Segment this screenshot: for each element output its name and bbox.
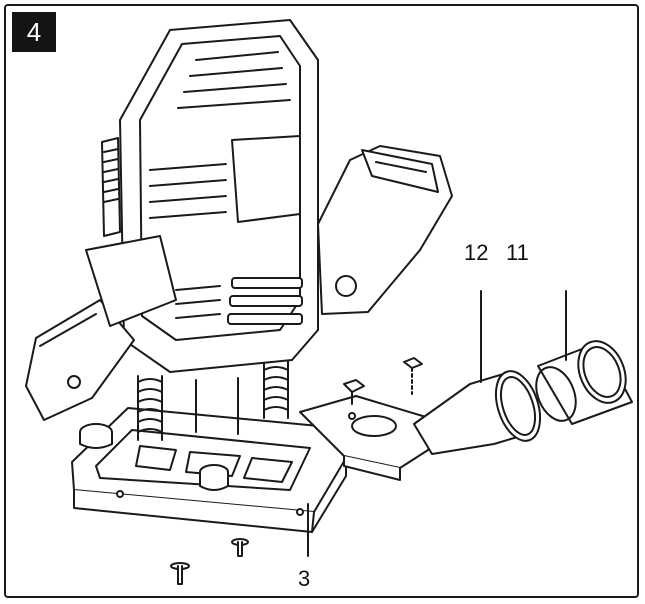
depth-rod [101,137,121,237]
hose-connector-icon [535,340,633,425]
spring-left [137,375,163,441]
screw-right [231,538,249,557]
dust-adapter-icon [413,370,542,455]
base-knob-left [79,423,113,449]
router-body [119,19,319,373]
callout-12: 12 [464,240,489,265]
screw-left [170,562,190,585]
left-handle [25,235,177,421]
dust-adapter-plate [299,395,437,481]
base-knob-front [199,464,229,491]
adapter-nut-right [403,357,423,395]
right-handle [317,145,453,315]
callout-3: 3 [298,566,311,591]
adapter-nut-left [343,379,365,405]
collet-column [195,377,239,435]
figure-number: 4 [12,12,56,52]
callout-11: 11 [506,240,529,265]
